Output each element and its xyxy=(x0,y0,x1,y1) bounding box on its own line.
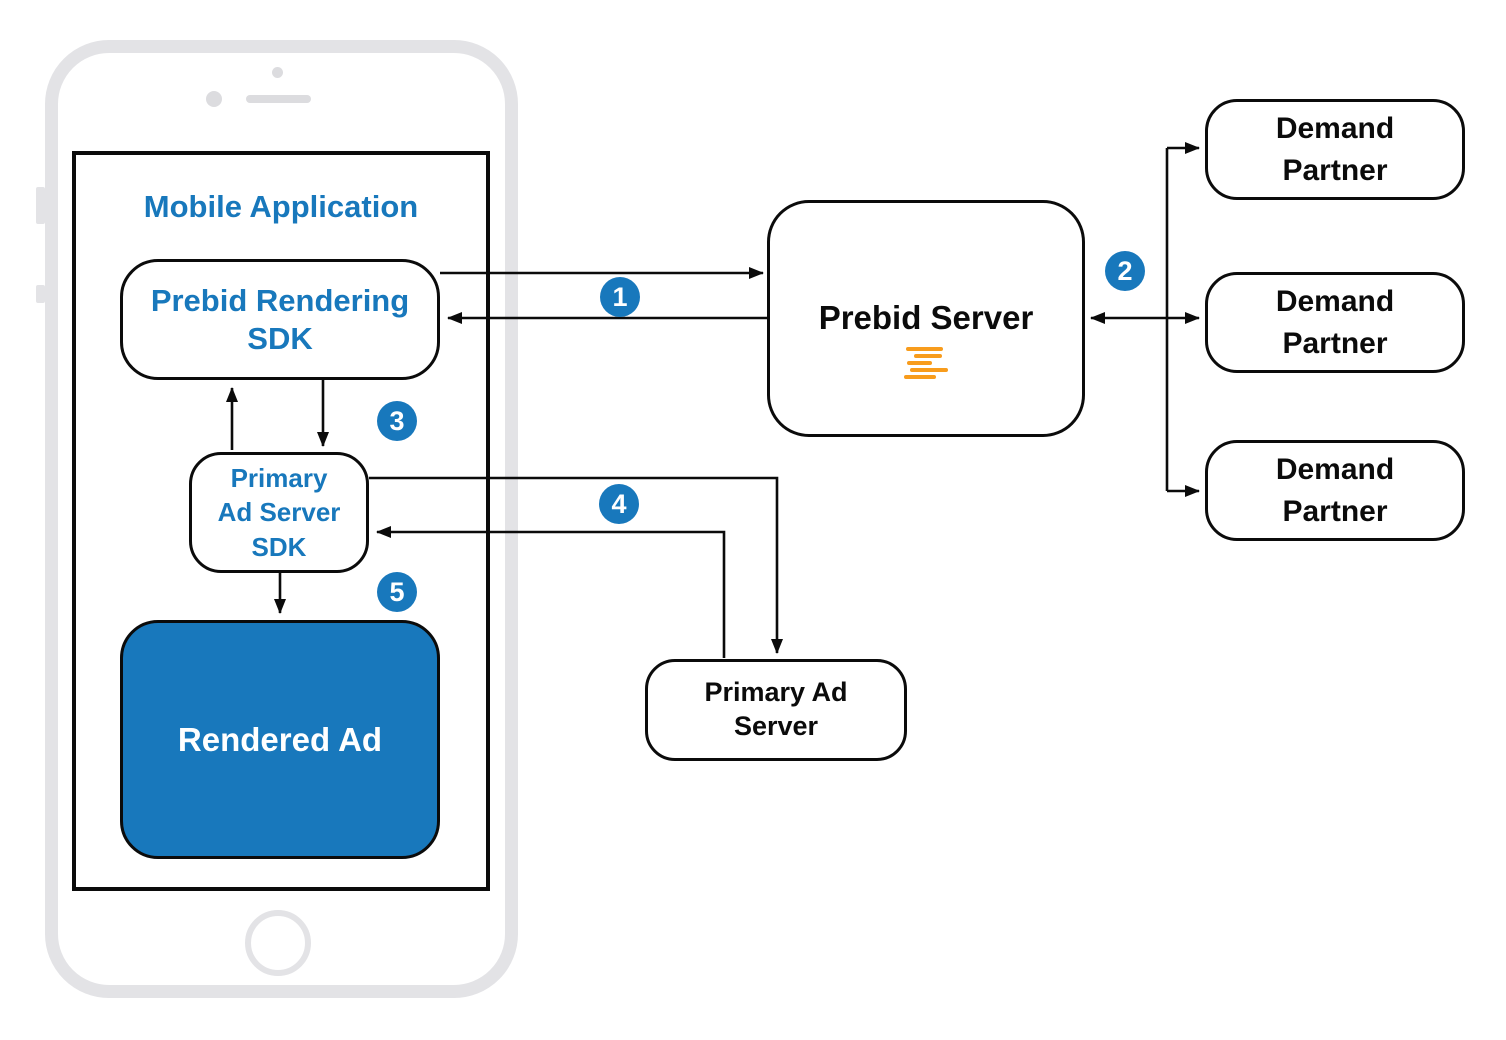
demand-partner-box-1: Demand Partner xyxy=(1205,99,1465,200)
rendered-ad-box: Rendered Ad xyxy=(120,620,440,859)
mobile-application-title: Mobile Application xyxy=(143,189,419,224)
demand-partner-label: Demand Partner xyxy=(1275,284,1395,360)
demand-partner-box-2: Demand Partner xyxy=(1205,272,1465,373)
step-badge-2: 2 xyxy=(1105,251,1145,291)
phone-mute-switch xyxy=(36,187,45,224)
phone-sensor-dot xyxy=(206,91,222,107)
step-badge-5: 5 xyxy=(377,572,417,612)
step-badge-1-number: 1 xyxy=(612,281,628,312)
demand-partner-label: Demand Partner xyxy=(1275,452,1395,528)
primary-ad-server-box: Primary Ad Server xyxy=(645,659,907,761)
step-badge-1: 1 xyxy=(600,277,640,317)
primary-ad-server-label: Primary Ad Server xyxy=(704,677,848,741)
step-badge-4: 4 xyxy=(599,484,639,524)
demand-partner-box-3: Demand Partner xyxy=(1205,440,1465,541)
step-badge-5-number: 5 xyxy=(389,576,405,607)
phone-camera-dot xyxy=(272,67,283,78)
phone-volume-button xyxy=(36,285,45,303)
prebid-server-box: Prebid Server xyxy=(767,200,1085,437)
step-badge-3: 3 xyxy=(377,401,417,441)
prebid-rendering-sdk-box: Prebid Rendering SDK xyxy=(120,259,440,380)
step-badge-3-number: 3 xyxy=(389,405,405,436)
demand-partner-label: Demand Partner xyxy=(1275,111,1395,187)
phone-home-button xyxy=(245,910,311,976)
step-badge-2-number: 2 xyxy=(1117,255,1133,286)
primary-ad-server-sdk-label: Primary Ad Server SDK xyxy=(217,463,341,562)
rendered-ad-label: Rendered Ad xyxy=(177,720,383,758)
prebid-server-label: Prebid Server xyxy=(818,298,1034,336)
phone-speaker-bar xyxy=(246,95,311,103)
prebid-rendering-sdk-label: Prebid Rendering SDK xyxy=(150,282,410,356)
step-badge-4-number: 4 xyxy=(611,488,627,519)
prebid-logo-icon xyxy=(902,346,950,381)
primary-ad-server-sdk-box: Primary Ad Server SDK xyxy=(189,452,369,573)
